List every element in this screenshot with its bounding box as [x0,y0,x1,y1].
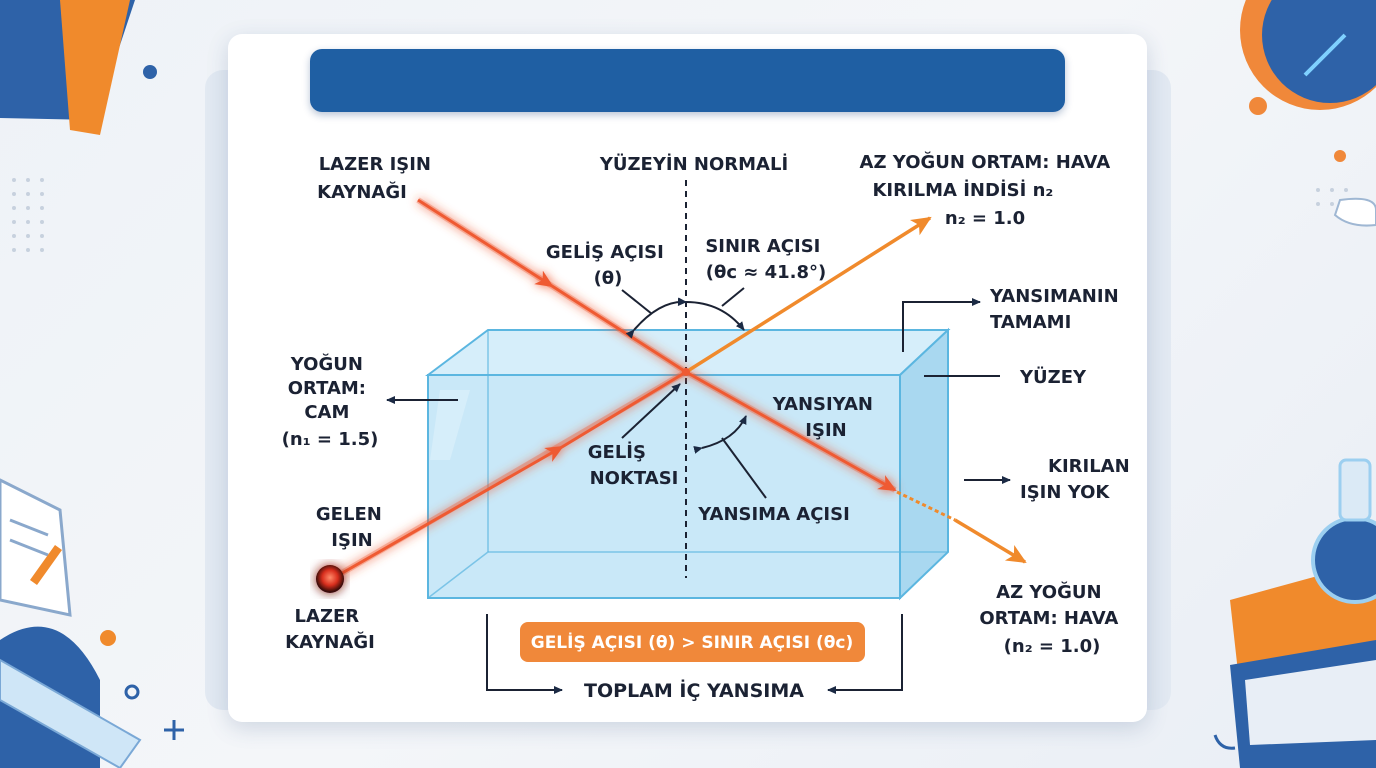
label-total-reflection: YANSIMANIN TAMAMI [989,286,1125,333]
label-incident-ray: GELEN IŞIN [316,504,388,551]
label-bottom-caption: TOPLAM İÇ YANSIMA [584,678,804,702]
label-incidence-angle: GELİŞ AÇISI (θ) [546,241,670,289]
incidence-point-leader [621,383,681,439]
decor-dots-grid [12,178,1348,252]
condition-badge [520,622,865,662]
title-bar [310,49,1065,112]
reflection-angle-arc [693,415,747,454]
label-surface: YÜZEY [1019,366,1087,388]
incidence-angle-leader [621,289,653,315]
label-no-refraction: KIRILAN IŞIN YOK [1020,456,1136,503]
bracket-left-arrow [486,614,563,694]
exit-ray-air [954,518,1027,564]
critical-angle-leader [721,287,745,307]
label-reflected-ray: YANSIYAN IŞIN [772,394,880,441]
incidence-point-dot [682,368,690,376]
decor-bottom-left-ruler [0,626,184,768]
incident-ray-top [416,197,688,375]
decor-top-left-book [0,0,157,135]
bracket-right-arrow [827,614,903,694]
decor-left-document [0,478,72,617]
decor-bottom-right-books [1213,458,1376,768]
reflection-angle-leader [721,437,767,499]
reflected-ray-dashed-exit [896,490,956,522]
label-reflection-angle: YANSIMA AÇISI [697,504,850,525]
critical-angle-arc [677,297,745,331]
decor-top-right-globe [1240,0,1376,227]
label-surface-normal: YÜZEYİN NORMALİ [599,153,788,175]
glass-block [425,327,951,601]
label-less-dense-bottom: AZ YOĞUN ORTAM: HAVA (n₂ = 1.0) [979,581,1124,657]
label-critical-angle: SINIR AÇISI (θc ≈ 41.8°) [705,236,826,283]
total-reflection-arrow [902,298,981,352]
label-less-dense-top: AZ YOĞUN ORTAM: HAVA KIRILMA İNDİSİ n₂ n… [860,151,1117,229]
critical-ray-air [685,216,932,374]
label-laser-source-bottom: LAZER KAYNAĞI [285,606,375,653]
label-dense-medium: YOĞUN ORTAM: CAM (n₁ = 1.5) [282,353,379,450]
label-laser-source-top: LAZER IŞIN KAYNAĞI [317,154,437,203]
incident-ray-bottom [328,369,688,583]
reflected-ray [684,369,897,493]
laser-source-dot [316,565,344,593]
label-condition: GELİŞ AÇISI (θ) > SINIR AÇISI (θc) [531,631,854,653]
label-incidence-point: GELİŞ NOKTASI [588,441,679,489]
